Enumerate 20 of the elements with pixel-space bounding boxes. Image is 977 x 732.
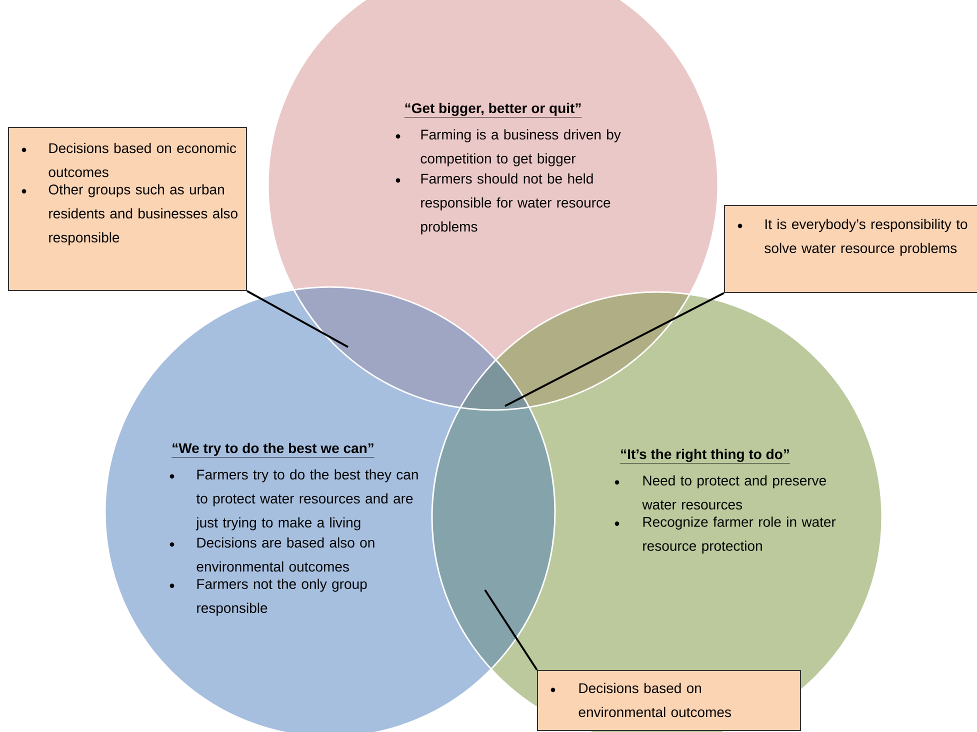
bullet-item: Decisions based on economic outcomes	[22, 142, 236, 178]
leader-line	[484, 589, 538, 671]
bullet-item: Farmers try to do the best they can to protect water resources and are just trying to make a living	[170, 469, 418, 530]
bullet-item: Farmers should not be held responsible for water resource problems	[396, 173, 610, 234]
bullet-item: Recognize farmer role in water resource protection	[614, 516, 836, 554]
circle-overlap	[460, 360, 528, 410]
circle-overlap	[496, 292, 689, 407]
bullet-item: It is everybody’s responsibility to solve water resource problems	[738, 218, 968, 256]
bullet-item: Decisions are based also on environmental outcomes	[170, 537, 374, 572]
leader-line	[504, 292, 724, 407]
bullet-item: Decisions based on environmental outcomes	[550, 682, 731, 718]
bullet-item: Farming is a business driven by competition to get bigger	[396, 129, 621, 166]
bullet-item: Other groups such as urban residents and businesses also responsible	[22, 184, 238, 246]
circle-overlap	[432, 407, 555, 669]
circle-heading: “We try to do the best we can”	[171, 442, 375, 458]
bullet-item: Farmers not the only group responsible	[170, 578, 367, 616]
circle-heading: “It’s the right thing to do”	[620, 448, 790, 464]
circle-overlap	[294, 287, 494, 408]
bullet-item: Need to protect and preserve water resources	[614, 475, 826, 510]
circle-heading: “Get bigger, better or quit”	[404, 102, 582, 118]
